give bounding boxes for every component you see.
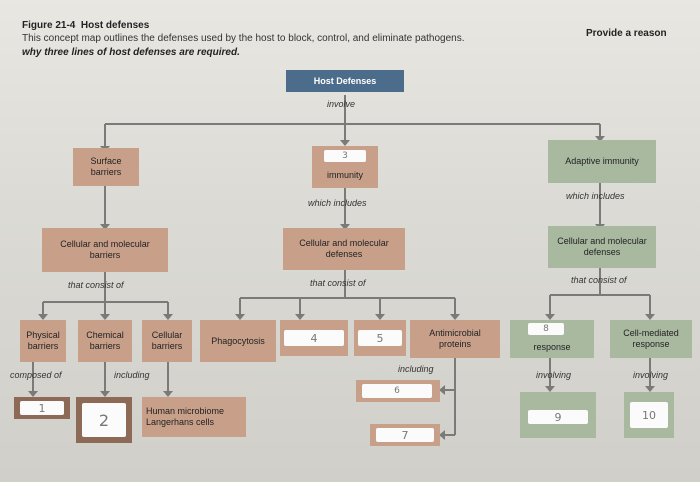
consist-of-right-label: that consist of [571, 275, 627, 285]
answer-blank-8[interactable]: 8 [528, 323, 564, 335]
including-left-label: including [114, 370, 150, 380]
antimicrobial-proteins-node: Antimicrobial proteins [410, 320, 500, 358]
cellular-barriers-node: Cellular barriers [142, 320, 192, 362]
cell-mediated-response-node: Cell-mediated response [610, 320, 692, 358]
phagocytosis-node: Phagocytosis [200, 320, 276, 362]
which-includes-center-label: which includes [308, 198, 367, 208]
human-microbiome-text: Human microbiome [146, 406, 225, 416]
consist-of-left-label: that consist of [68, 280, 124, 290]
answer-blank-7[interactable]: 7 [376, 428, 434, 442]
figure-title: Figure 21-4 Host defenses [22, 20, 149, 31]
question-text: why three lines of host defenses are req… [22, 47, 240, 58]
host-defenses-node: Host Defenses [286, 70, 404, 92]
response-label: response [533, 341, 571, 352]
figure-subtitle: This concept map outlines the defenses u… [22, 33, 465, 44]
surface-barriers-node: Surface barriers [73, 148, 139, 186]
immunity-label: immunity [326, 169, 363, 180]
answer-blank-1[interactable]: 1 [20, 401, 64, 415]
cellular-molecular-defenses-node: Cellular and molecular defenses [283, 228, 405, 270]
answer-blank-6[interactable]: 6 [362, 384, 432, 398]
answer-blank-2[interactable]: 2 [82, 403, 126, 437]
which-includes-right-label: which includes [566, 191, 625, 201]
answer-blank-3[interactable]: 3 [324, 150, 366, 162]
including-center-label: including [398, 364, 434, 374]
composed-of-label: composed of [10, 370, 62, 380]
cellular-molecular-barriers-node: Cellular and molecular barriers [42, 228, 168, 272]
adaptive-immunity-node: Adaptive immunity [548, 140, 656, 183]
consist-of-center-label: that consist of [310, 278, 366, 288]
answer-blank-10[interactable]: 10 [630, 402, 668, 428]
cellular-molecular-defenses-adaptive-node: Cellular and molecular defenses [548, 226, 656, 268]
figure-name: Host defenses [80, 20, 150, 31]
cellular-barrier-examples-node: Human microbiome Langerhans cells [142, 397, 246, 437]
physical-barriers-node: Physical barriers [20, 320, 66, 362]
involve-label: involve [327, 99, 356, 109]
answer-blank-9[interactable]: 9 [528, 410, 588, 424]
langerhans-cells-text: Langerhans cells [146, 417, 215, 427]
figure-label: Figure 21-4 [22, 20, 76, 31]
answer-blank-4[interactable]: 4 [284, 330, 344, 346]
involving-1-label: involving [536, 370, 572, 380]
answer-blank-5[interactable]: 5 [358, 330, 402, 346]
provide-reason-text: Provide a reason [586, 28, 667, 39]
chemical-barriers-node: Chemical barriers [78, 320, 132, 362]
involving-2-label: involving [633, 370, 669, 380]
